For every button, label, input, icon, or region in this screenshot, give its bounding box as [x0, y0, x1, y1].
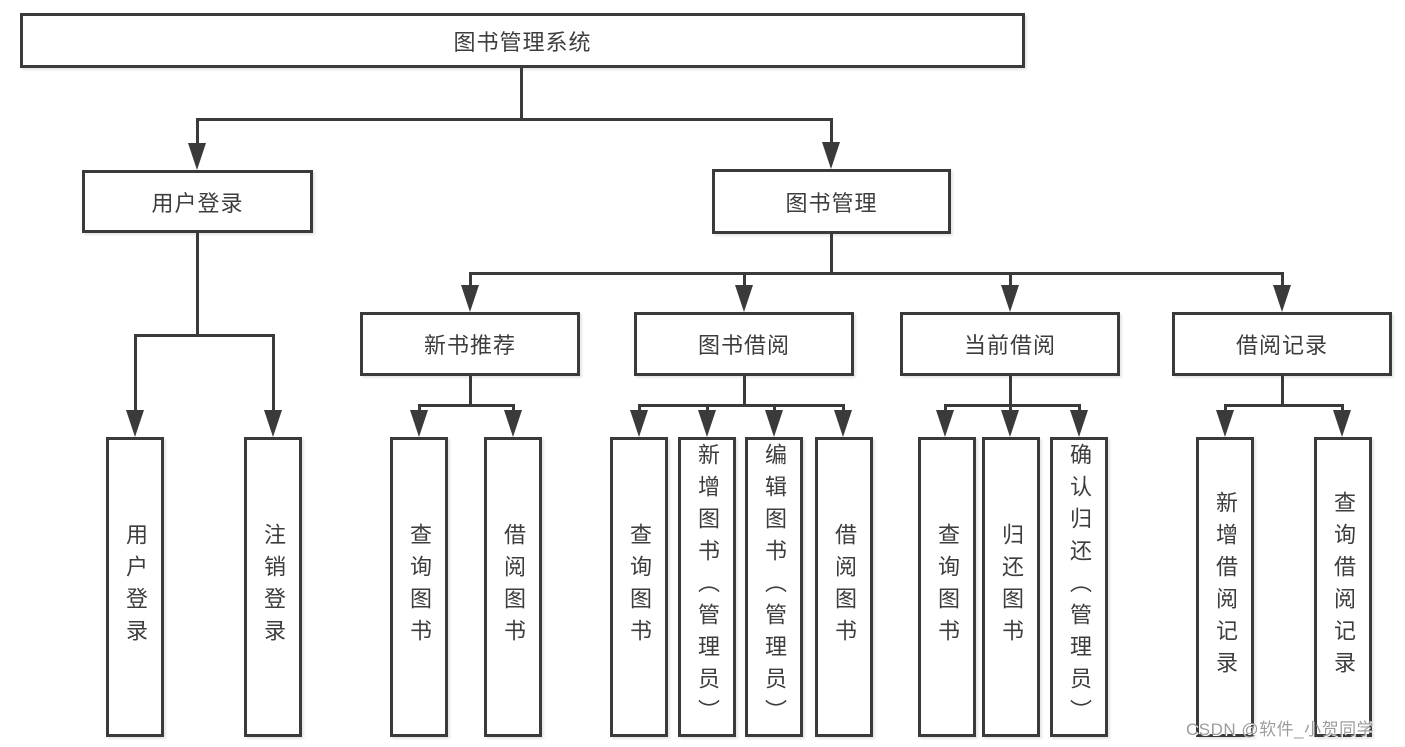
node-current-borrowing: 当前借阅 — [900, 312, 1120, 376]
leaf-label: 确认归还（管理员） — [1067, 443, 1092, 731]
arrow-down-icon — [630, 410, 648, 437]
node-label: 新书推荐 — [423, 333, 516, 358]
connector-line — [418, 404, 515, 407]
leaf-label: 用户登录 — [123, 523, 148, 651]
node-book-borrowing: 图书借阅 — [634, 312, 854, 376]
connector-line — [469, 376, 472, 407]
leaf-label: 查询借阅记录 — [1331, 491, 1356, 683]
leaf-label: 借阅图书 — [501, 523, 526, 651]
node-label: 图书管理 — [785, 190, 878, 216]
node-label: 当前借阅 — [963, 333, 1056, 358]
leaf-borrowing-edit-books-admin: 编辑图书（管理员） — [745, 437, 803, 737]
connector-line — [743, 376, 746, 407]
leaf-current-query-books: 查询图书 — [918, 437, 976, 737]
arrow-down-icon — [1273, 285, 1291, 312]
connector-line — [469, 272, 472, 290]
connector-line — [272, 334, 275, 414]
arrow-down-icon — [698, 410, 716, 437]
arrow-down-icon — [410, 410, 428, 437]
arrow-down-icon — [834, 410, 852, 437]
connector-line — [1009, 272, 1012, 290]
connector-line — [520, 66, 523, 121]
leaf-label: 编辑图书（管理员） — [762, 443, 787, 731]
leaf-label: 注销登录 — [261, 523, 286, 651]
leaf-borrowing-add-books-admin: 新增图书（管理员） — [678, 437, 736, 737]
node-label: 借阅记录 — [1235, 333, 1328, 358]
arrow-down-icon — [126, 410, 144, 437]
leaf-recommend-borrow-books: 借阅图书 — [484, 437, 542, 737]
arrow-down-icon — [1333, 410, 1351, 437]
leaf-current-return-books: 归还图书 — [982, 437, 1040, 737]
connector-line — [743, 272, 746, 290]
leaf-label: 查询图书 — [407, 523, 432, 651]
leaf-recommend-query-books: 查询图书 — [390, 437, 448, 737]
connector-line — [1009, 376, 1012, 407]
arrow-down-icon — [188, 143, 206, 170]
leaf-borrowing-query-books: 查询图书 — [610, 437, 668, 737]
leaf-label: 查询图书 — [627, 523, 652, 651]
connector-line — [134, 334, 275, 337]
connector-line — [1281, 376, 1284, 407]
arrow-down-icon — [1216, 410, 1234, 437]
leaf-borrowing-borrow-books: 借阅图书 — [815, 437, 873, 737]
leaf-label: 借阅图书 — [832, 523, 857, 651]
leaf-user-login: 用户登录 — [106, 437, 164, 737]
node-user-login: 用户登录 — [82, 170, 313, 233]
connector-line — [1224, 404, 1344, 407]
leaf-label: 查询图书 — [935, 523, 960, 651]
node-borrowing-records: 借阅记录 — [1172, 312, 1392, 376]
node-label: 用户登录 — [151, 190, 244, 216]
connector-line — [830, 234, 833, 275]
node-book-management: 图书管理 — [712, 169, 951, 234]
arrow-down-icon — [735, 285, 753, 312]
connector-line — [830, 118, 833, 146]
leaf-current-confirm-return-admin: 确认归还（管理员） — [1050, 437, 1108, 737]
leaf-records-add-record: 新增借阅记录 — [1196, 437, 1254, 737]
connector-line — [134, 334, 137, 414]
connector-line — [1281, 272, 1284, 290]
arrow-down-icon — [936, 410, 954, 437]
node-label: 图书管理系统 — [453, 29, 592, 55]
connector-line — [944, 404, 1081, 407]
arrow-down-icon — [765, 410, 783, 437]
arrow-down-icon — [461, 285, 479, 312]
arrow-down-icon — [822, 142, 840, 169]
leaf-label: 新增借阅记录 — [1213, 491, 1238, 683]
arrow-down-icon — [1070, 410, 1088, 437]
arrow-down-icon — [1001, 285, 1019, 312]
node-label: 图书借阅 — [697, 333, 790, 358]
leaf-records-query-record: 查询借阅记录 — [1314, 437, 1372, 737]
connector-line — [196, 118, 199, 146]
csdn-watermark: CSDN @软件_小贺同学 — [1186, 720, 1375, 739]
connector-line — [196, 118, 833, 121]
connector-line — [469, 272, 1284, 275]
arrow-down-icon — [264, 410, 282, 437]
connector-line — [196, 233, 199, 337]
node-library-management-system: 图书管理系统 — [20, 13, 1025, 68]
leaf-label: 新增图书（管理员） — [695, 443, 720, 731]
arrow-down-icon — [504, 410, 522, 437]
connector-line — [638, 404, 845, 407]
node-new-book-recommend: 新书推荐 — [360, 312, 580, 376]
leaf-label: 归还图书 — [999, 523, 1024, 651]
arrow-down-icon — [1001, 410, 1019, 437]
leaf-logout: 注销登录 — [244, 437, 302, 737]
